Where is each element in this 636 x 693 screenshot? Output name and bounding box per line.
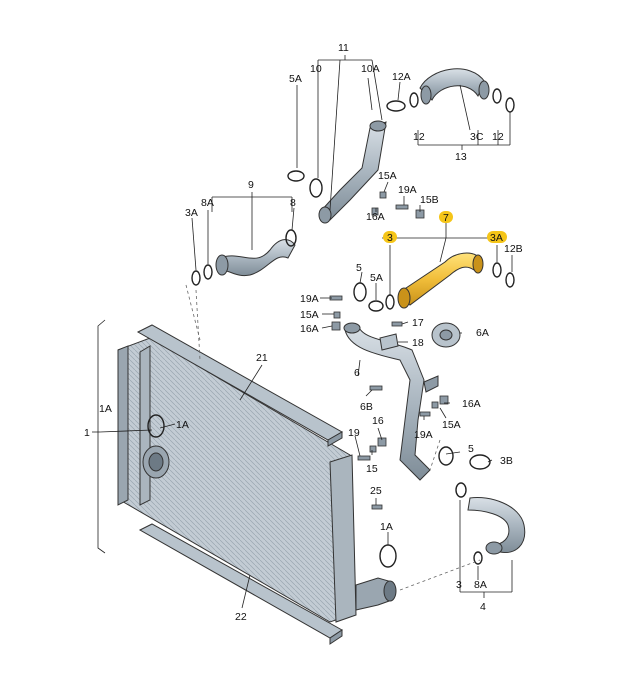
label-9: 9 [248,179,254,191]
label-19A-left: 19A [300,293,319,305]
pressure-pipe-9 [215,239,296,277]
label-6: 6 [354,367,360,379]
pressure-pipe-11 [318,120,387,224]
label-1: 1 [84,427,90,439]
air-guide-top [136,324,344,447]
label-16A-top: 16A [366,211,385,223]
label-11: 11 [338,42,349,54]
label-8A-low: 8A [474,579,487,591]
label-13: 13 [455,151,467,163]
bolts [329,191,449,510]
label-15A-top: 15A [378,170,397,182]
label-12B: 12B [504,243,523,255]
highlight-3 [383,231,397,243]
label-3-low: 3 [456,579,462,591]
label-4: 4 [480,601,486,613]
clamp-3B [469,454,491,470]
label-5-right: 5 [468,443,474,455]
clip-10 [309,178,323,198]
sensor-6A [431,322,461,348]
label-12A: 12A [392,71,411,83]
label-15: 15 [366,463,378,475]
label-3B: 3B [500,455,513,467]
label-5A-mid: 5A [370,272,383,284]
label-6B: 6B [360,401,373,413]
label-16A-right: 16A [462,398,481,410]
leader-lines [92,55,513,609]
label-17: 17 [412,317,424,329]
intercooler [117,337,397,623]
pressure-hose-4 [467,496,526,555]
o-ring-3-upper [385,294,395,310]
highlight-3A [487,231,507,243]
label-19: 19 [348,427,360,439]
label-16A-left: 16A [300,323,319,335]
label-1A-lower: 1A [380,521,393,533]
clip-5-top [353,282,367,302]
label-1A-left: 1A [99,403,112,415]
o-ring-3A-right [492,262,502,278]
label-19A-top: 19A [398,184,417,196]
clip-1A-lower [379,544,397,568]
bracket-18 [379,333,399,351]
label-7-hl: 7 [443,212,449,224]
label-19A-right: 19A [414,429,433,441]
o-ring-12B [505,272,515,288]
label-8A-left: 8A [201,197,214,209]
label-15B: 15B [420,194,439,206]
label-5A-top: 5A [289,73,302,85]
clip-1A [147,414,165,438]
pressure-pipe-7-highlighted [397,252,484,309]
label-22: 22 [235,611,247,623]
label-10A: 10A [361,63,380,75]
pressure-pipe-12 [419,68,490,105]
clip-8 [285,229,297,247]
callout-labels: 1 1A 1A 1A 3 3 3A 3A 3B 3C 4 5 5 5A 5A 6… [84,42,523,623]
label-12-b: 12 [492,131,504,143]
o-ring-12-right [492,88,502,104]
clip-5A-mid [368,300,384,312]
air-guide-bottom [138,523,343,645]
clip-12A [386,100,406,112]
label-18: 18 [412,337,424,349]
label-12-a: 12 [413,131,425,143]
label-3A-left: 3A [185,207,198,219]
label-3A-hl: 3A [490,232,503,244]
o-ring-3-lower [455,482,467,498]
o-ring-3A-left [191,270,201,286]
highlight-7 [439,211,453,223]
label-5-top: 5 [356,262,362,274]
o-ring-8A-left [203,264,213,280]
clip-5-right [438,446,454,466]
label-15A-right: 15A [442,419,461,431]
label-8: 8 [290,197,296,209]
o-ring-12-left [409,92,419,108]
label-15A-left: 15A [300,309,319,321]
o-ring-8A-low [473,551,483,565]
label-10: 10 [310,63,322,75]
label-21: 21 [256,352,268,364]
label-16: 16 [372,415,384,427]
o-ring-12-far [505,97,515,113]
label-25: 25 [370,485,382,497]
label-1A-clip: 1A [176,419,189,431]
label-6A: 6A [476,327,489,339]
clip-5A-top [287,170,305,182]
label-3C: 3C [470,131,484,143]
label-3-hl: 3 [387,232,393,244]
